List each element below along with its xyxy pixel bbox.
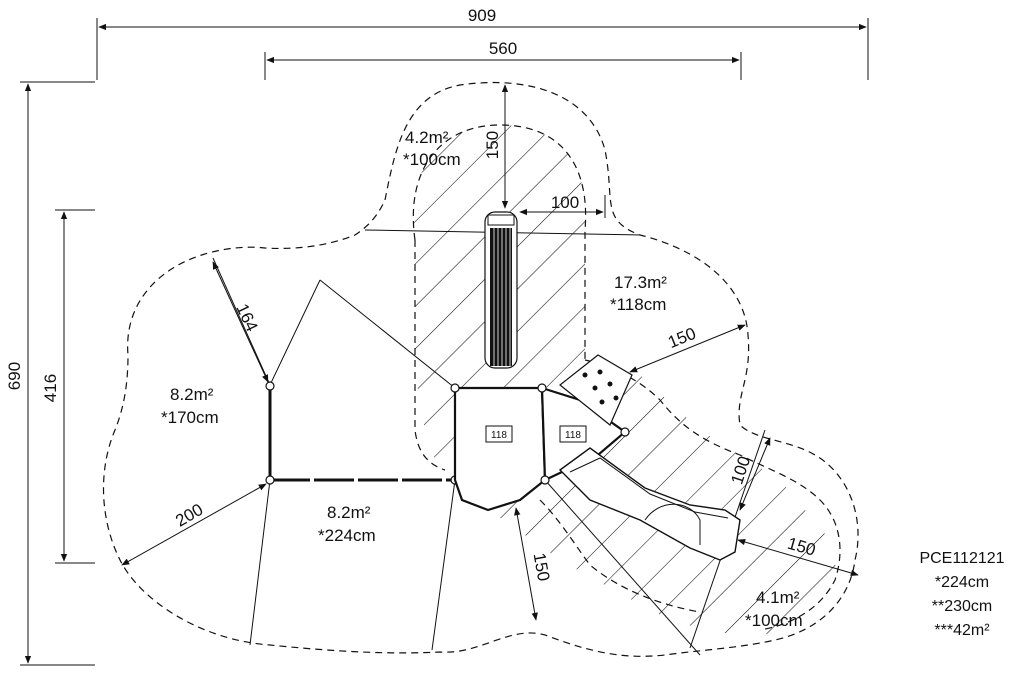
platform-zone-outline: [539, 499, 701, 613]
tower-offset-label: 100: [551, 193, 579, 212]
zone-top-area: 4.2m²: [405, 128, 449, 147]
overall-depth-label: 690: [5, 362, 24, 390]
inner-depth-label: 416: [41, 374, 60, 402]
zone-bottom-left-area: 8.2m²: [327, 503, 371, 522]
left-radius-label: 164: [232, 301, 261, 335]
climbing-frame: [265, 381, 460, 485]
dimension-inner-width: [264, 52, 742, 80]
dimension-overall-depth: [20, 81, 95, 666]
platform-tag-left: 118: [491, 430, 507, 441]
zone-right-height: *118cm: [610, 295, 666, 314]
dimension-bottom-clearance: [514, 507, 538, 621]
bottom-clearance-label: 150: [530, 551, 554, 582]
tower-column: [484, 211, 518, 369]
overall-width-label: 909: [468, 6, 496, 25]
zone-bottom-left-height: *224cm: [318, 526, 376, 545]
reference-line-2: **230cm: [932, 598, 992, 615]
platform-tag-right: 118: [565, 430, 581, 441]
zone-left-area: 8.2m²: [170, 385, 214, 404]
safety-zone-outline: [102, 81, 859, 657]
dimension-left-radius: [212, 261, 269, 383]
slide-clearance-label: 150: [665, 324, 698, 352]
dimension-slide-clearance: [629, 324, 746, 373]
zone-right-area: 17.3m²: [614, 273, 667, 292]
zone-left-height: *170cm: [161, 408, 219, 427]
zone-top-height: *100cm: [403, 150, 461, 169]
zone-slide-exit-area: 4.1m²: [756, 588, 800, 607]
tower-clearance-label: 150: [483, 131, 502, 159]
climbing-wall: [559, 354, 633, 426]
product-code: PCE112121: [919, 550, 1004, 567]
left-lower-radius-label: 200: [172, 500, 206, 531]
reference-line-1: *224cm: [935, 574, 989, 591]
dimension-slide-exit-radius: [737, 538, 859, 577]
slide: [558, 447, 741, 561]
dimension-slide-exit: [739, 437, 771, 511]
inner-width-label: 560: [489, 39, 517, 58]
dimension-inner-depth: [55, 209, 95, 564]
dimension-left-lower-radius: [121, 483, 267, 566]
slide-zone-inner-outline: [584, 359, 841, 631]
zone-slide-exit-height: *100cm: [745, 611, 803, 630]
reference-line-3: ***42m²: [934, 622, 990, 639]
dimension-overall-width: [96, 18, 869, 80]
platforms: [450, 383, 630, 512]
dimension-tower-offset: [519, 195, 606, 218]
